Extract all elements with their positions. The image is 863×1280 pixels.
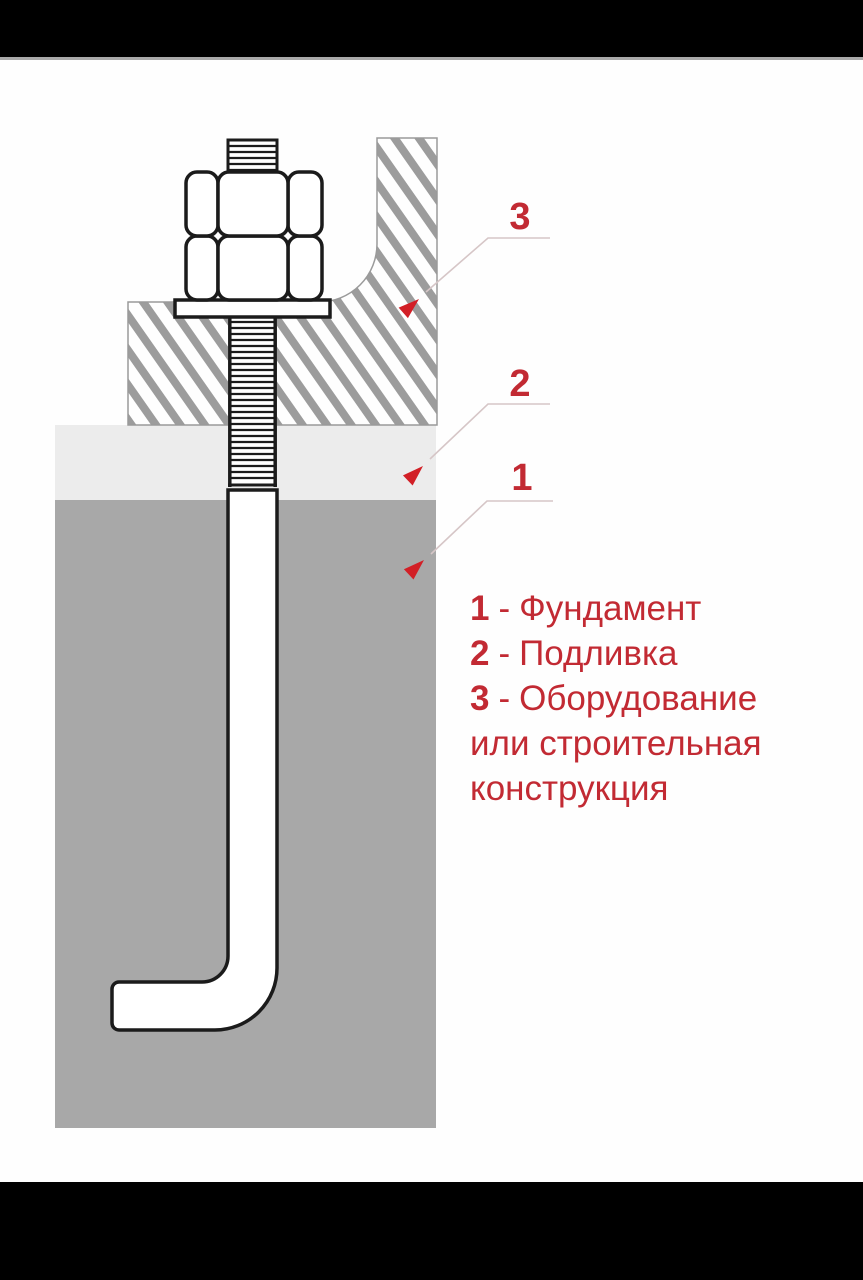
callout-number-foundation: 1 <box>511 457 533 499</box>
callout-number-equipment: 3 <box>509 196 531 238</box>
bottom-black-bar <box>0 1182 863 1280</box>
legend-item-foundation: 1-Фундамент <box>470 586 822 631</box>
legend-item-grout: 2-Подливка <box>470 631 822 676</box>
callout-number-grout: 2 <box>509 363 531 405</box>
washer <box>173 298 332 319</box>
legend-number-1: 1 <box>470 589 490 628</box>
callout-2-leader <box>402 403 550 486</box>
top-bar-divider <box>0 57 863 60</box>
legend-label-equipment: Оборудование или строительная конструкци… <box>470 679 762 808</box>
callout-2-arrowhead <box>402 466 423 486</box>
legend-dash: - <box>498 589 511 628</box>
legend-dash: - <box>498 679 511 718</box>
legend: 1-Фундамент 2-Подливка 3-Оборудование ил… <box>470 586 822 811</box>
legend-number-3: 3 <box>470 679 490 718</box>
callout-1-arrowhead <box>403 560 424 580</box>
equipment-plate <box>127 137 438 426</box>
nut-lower <box>184 234 324 302</box>
callout-3-leader <box>398 237 550 319</box>
bolt-threads-lower <box>228 315 277 487</box>
nut-upper <box>184 170 324 238</box>
legend-dash: - <box>498 634 511 673</box>
bolt-stud-tip <box>226 138 279 174</box>
top-black-bar <box>0 0 863 57</box>
anchor-bolt-shank <box>110 488 279 1032</box>
callout-1-leader <box>403 500 553 580</box>
legend-label-grout: Подливка <box>519 634 678 673</box>
callout-3-arrowhead <box>398 299 419 319</box>
legend-item-equipment: 3-Оборудование или строительная конструк… <box>470 676 822 811</box>
legend-number-2: 2 <box>470 634 490 673</box>
legend-label-foundation: Фундамент <box>519 589 702 628</box>
